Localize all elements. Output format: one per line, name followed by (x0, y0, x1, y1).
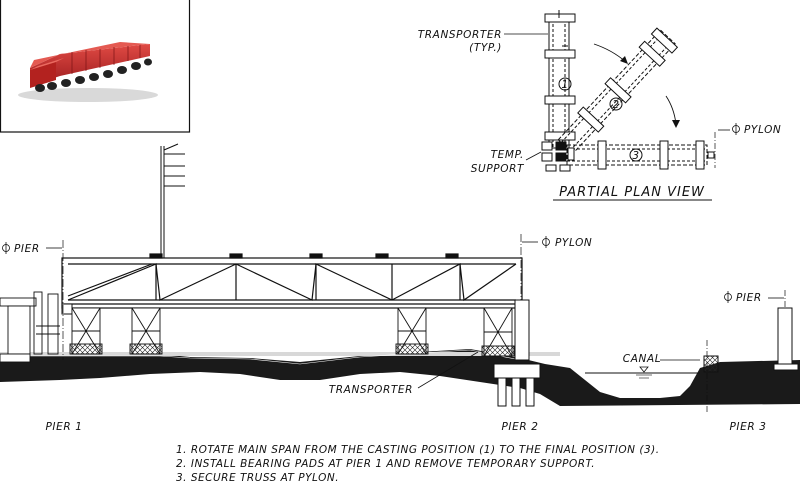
plan-typ-label: (TYP.) (469, 42, 502, 54)
truss-main-span (61, 253, 523, 309)
note-2: 2. INSTALL BEARING PADS AT PIER 1 AND RE… (176, 458, 595, 470)
cl-pylon-icon (542, 236, 550, 248)
cl-pier3-icon (724, 291, 732, 303)
plan-support-label: SUPPORT (471, 163, 525, 175)
note-3: 3. SECURE TRUSS AT PYLON. (176, 472, 339, 484)
pier-1-label: PIER 1 (46, 421, 83, 433)
position-1-label: 1 (561, 79, 568, 91)
mast (160, 143, 185, 258)
elev-pier-cl-label: PIER (14, 243, 40, 255)
transporter-tower-4 (481, 307, 515, 357)
position-3-label: 3 (632, 150, 639, 162)
note-1: 1. ROTATE MAIN SPAN FROM THE CASTING POS… (176, 444, 660, 456)
centerline-symbol-icon (732, 123, 740, 135)
ground-profile (0, 349, 800, 406)
elev-pier3-cl-label: PIER (736, 292, 762, 304)
pier-3-label: PIER 3 (730, 421, 767, 433)
plan-transporter-label: TRANSPORTER (418, 29, 502, 41)
span-position-1 (544, 10, 576, 149)
plan-view-title: PARTIAL PLAN VIEW (559, 185, 705, 200)
elev-transporter-label: TRANSPORTER (329, 384, 413, 396)
canal-label: CANAL (623, 353, 661, 365)
pier-2-foundation (493, 363, 541, 407)
pier-2-label: PIER 2 (502, 421, 539, 433)
transporter-tower-1 (69, 307, 103, 355)
temp-support-symbol (541, 141, 575, 172)
elevation-view: PIER PYLON PIER TRANSPORTER CANAL PIER 1… (0, 143, 800, 433)
cl-pier1-icon (2, 242, 10, 254)
plan-temp-label: TEMP. (491, 149, 524, 161)
span-position-3 (566, 140, 715, 170)
plan-pylon-label: PYLON (744, 124, 781, 136)
partial-plan-view: 1 2 3 (418, 10, 781, 201)
notes-list: 1. ROTATE MAIN SPAN FROM THE CASTING POS… (176, 444, 660, 484)
pier-3-structure (703, 307, 799, 373)
transporter-tower-3 (395, 307, 429, 355)
transporter-photo-inset (0, 0, 191, 133)
transporter-tower-2 (129, 307, 163, 355)
pier-1-structure (0, 291, 60, 363)
elev-pylon-cl-label: PYLON (555, 237, 592, 249)
position-2-label: 2 (612, 99, 619, 111)
